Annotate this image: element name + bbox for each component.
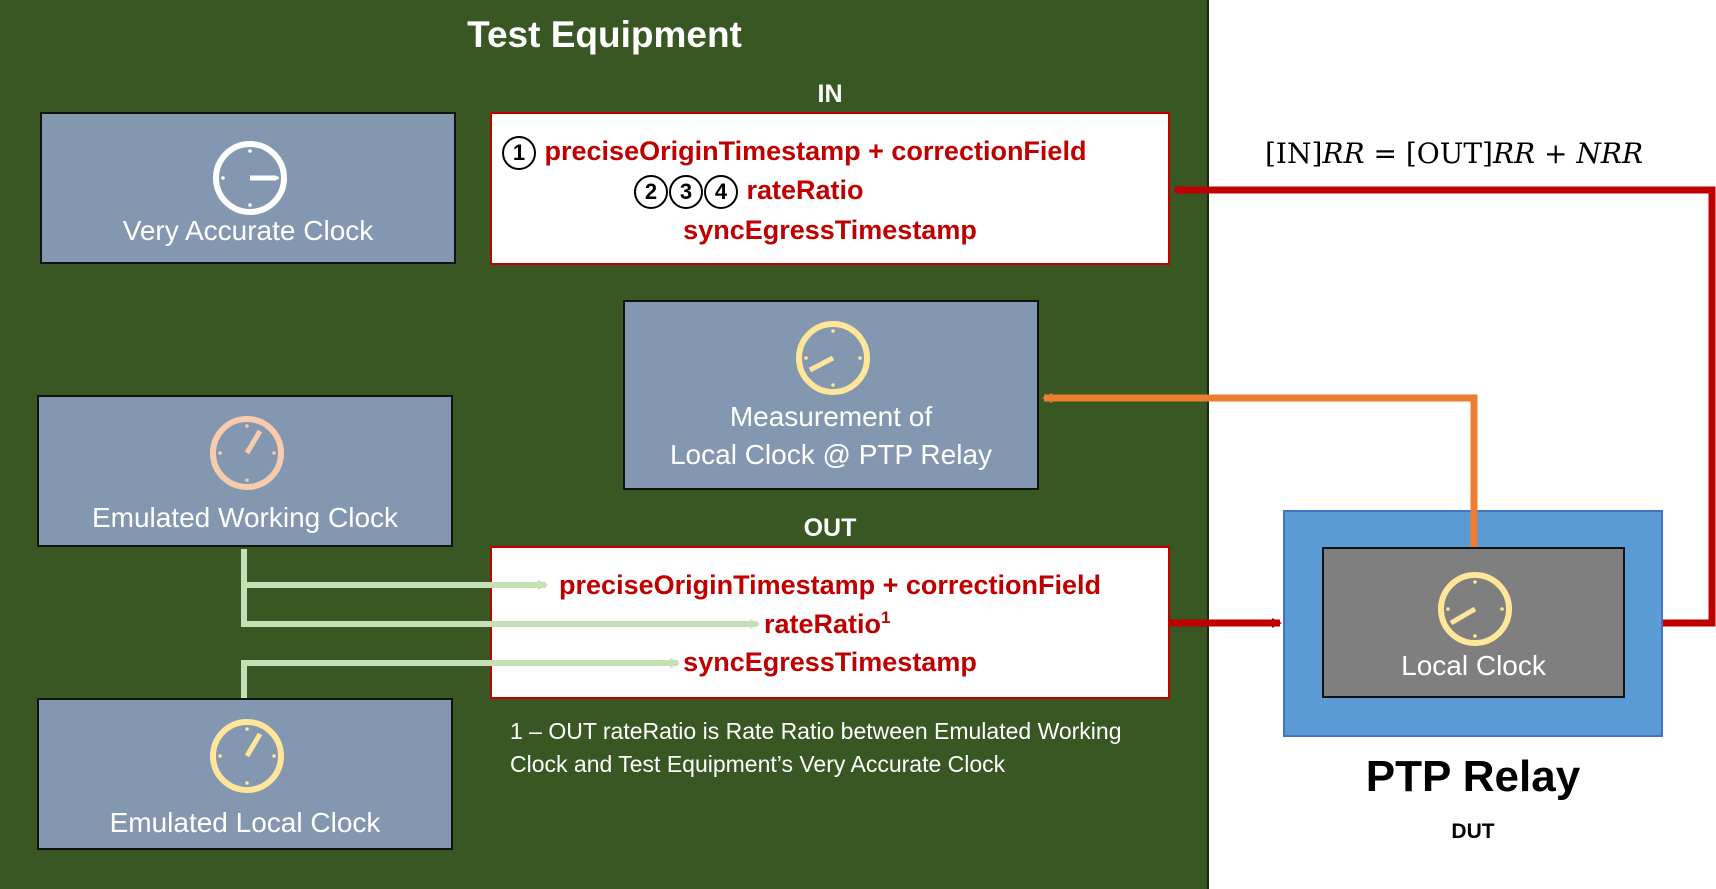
local-clock-box: Local Clock [1322,547,1625,698]
emulated-working-clock-label: Emulated Working Clock [91,502,399,533]
very-accurate-clock-label: Very Accurate Clock [122,215,374,246]
step-3-marker: 3 [669,175,703,209]
formula-lhs-var: RR [1322,137,1365,170]
clock-icon [210,719,284,793]
measurement-label-line1: Measurement of [729,401,933,432]
footnote-marker: 1 [881,608,891,627]
clock-icon [210,416,284,490]
out-field-rateratio: rateRatio [764,609,882,639]
formula-eq: = [1364,137,1406,170]
in-field-rateratio: rateRatio [746,175,864,206]
emulated-local-clock-label: Emulated Local Clock [109,807,381,838]
in-header: IN [817,80,843,108]
in-field-syncegress: syncEgressTimestamp [683,215,977,245]
out-header: OUT [803,514,857,542]
clock-icon [796,321,870,395]
footnote: 1 – OUT rateRatio is Rate Ratio between … [510,715,1122,781]
out-field-syncegress: syncEgressTimestamp [683,647,977,677]
orange-arrow-measurement [1042,393,1478,547]
in-field-timestamp: preciseOriginTimestamp + correctionField [544,136,1087,167]
in-field-box [490,112,1170,265]
footnote-line1: 1 – OUT rateRatio is Rate Ratio between … [510,718,1122,744]
green-arrow-rateratio [241,549,760,629]
emulated-working-clock-box: Emulated Working Clock [37,395,453,547]
step-1-marker: 1 [502,136,536,170]
rate-ratio-formula: [IN]RR = [OUT]RR + NRR [1265,137,1643,170]
ptp-relay-title: PTP Relay [1365,752,1581,801]
measurement-label-line2: Local Clock @ PTP Relay [669,439,993,470]
step-4-marker: 4 [704,175,738,209]
red-arrow-relay-to-in [1173,185,1716,627]
clock-icon [1438,572,1512,646]
clock-icon [213,141,287,215]
test-equipment-title: Test Equipment [467,14,742,55]
formula-rhs-bracket: [OUT] [1405,137,1493,170]
formula-lhs-bracket: [IN] [1265,137,1323,170]
formula-rhs-var: RR [1492,137,1536,170]
formula-plus: + [1535,137,1577,170]
green-arrow-syncegress [241,658,680,698]
measurement-clock-box: Measurement of Local Clock @ PTP Relay [623,300,1039,490]
local-clock-label: Local Clock [1401,650,1546,681]
out-field-timestamp: preciseOriginTimestamp + correctionField [559,570,1101,600]
footnote-line2: Clock and Test Equipment’s Very Accurate… [510,751,1006,777]
out-row-rateratio: rateRatio1 [764,608,891,640]
dut-label: DUT [1451,820,1495,843]
emulated-local-clock-box: Emulated Local Clock [37,698,453,850]
step-2-marker: 2 [634,175,668,209]
formula-nrr: NRR [1576,137,1644,170]
in-row-1: 1 preciseOriginTimestamp + correctionFie… [502,136,1086,170]
very-accurate-clock-box: Very Accurate Clock [40,112,456,264]
